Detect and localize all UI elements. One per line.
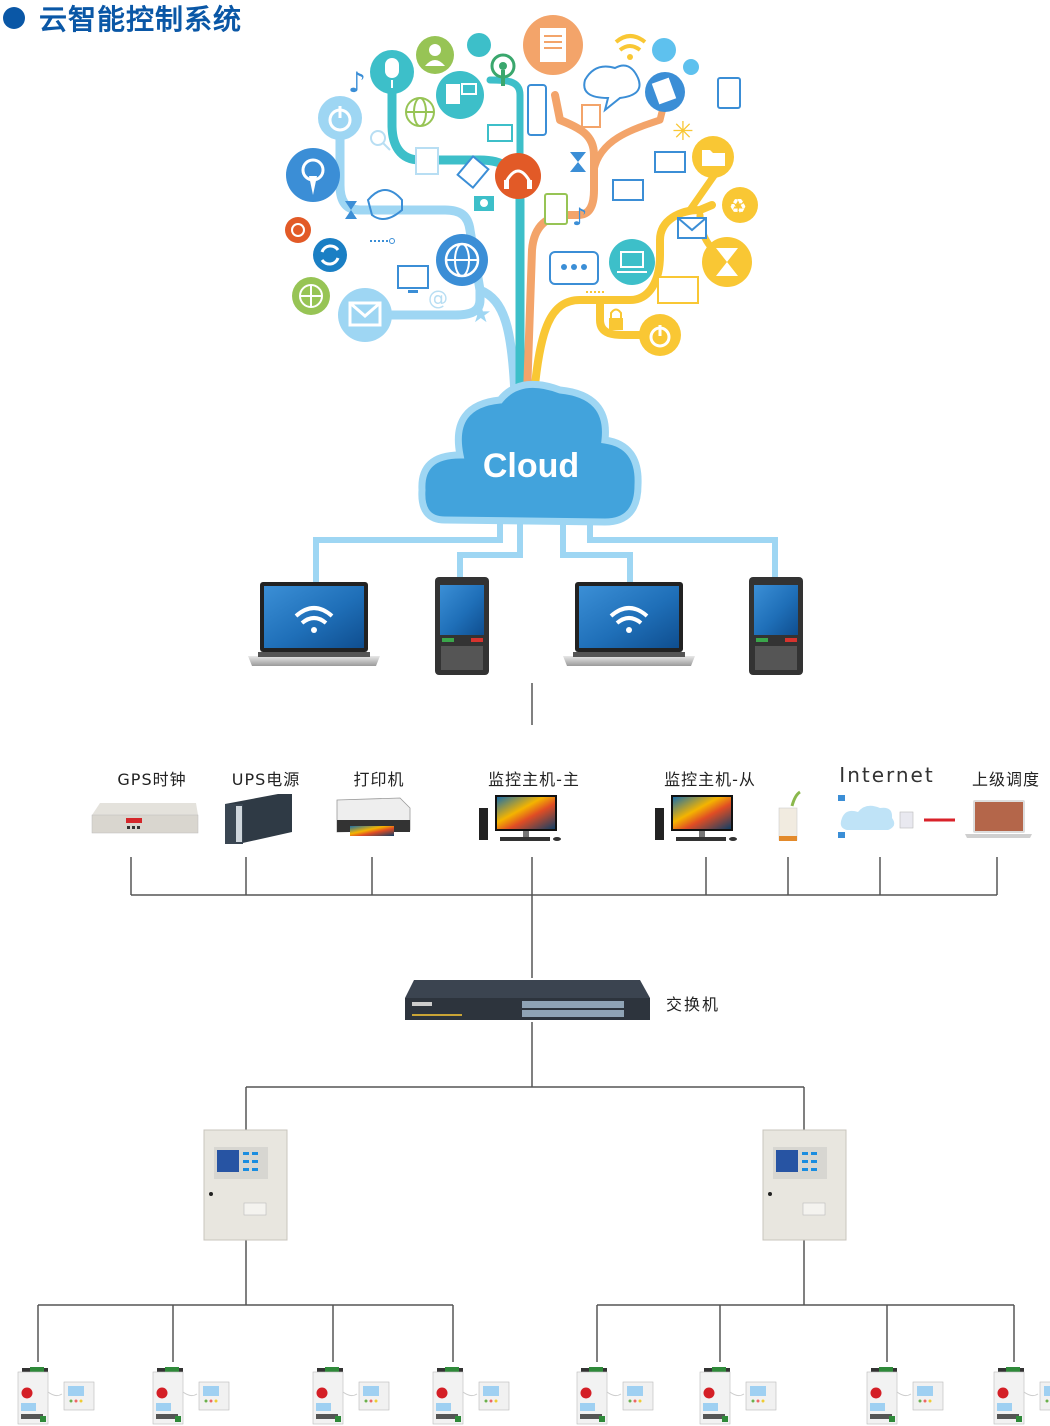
dot-icon [652, 38, 699, 75]
cloud-label: Cloud [482, 447, 580, 485]
laptop-icon [965, 800, 1032, 838]
gps-clock-icon [91, 803, 199, 834]
printer-icon [336, 797, 411, 836]
wifi-icon [609, 606, 649, 633]
device-label-ups: UPS电源 [231, 770, 301, 789]
camera-icon [474, 196, 494, 211]
terminal-phone-1 [435, 577, 489, 675]
email-icon [677, 217, 707, 239]
motor-protector-unit [312, 1367, 390, 1425]
camera-projector-icon [436, 71, 484, 119]
terminal-laptop-1 [248, 582, 380, 666]
tablet-icon [544, 193, 568, 225]
power-icon [318, 96, 362, 140]
device-label-gps-clock: GPS时钟 [117, 770, 187, 789]
laptop-icon [609, 239, 655, 285]
cloud-icon [418, 380, 642, 526]
motor-protector-unit [866, 1367, 944, 1425]
globe-icon [405, 97, 435, 127]
asterisk-icon: ✳ [672, 117, 694, 147]
wiring [37, 683, 1015, 1362]
star-icon: ★ [470, 300, 492, 328]
refresh-icon [313, 238, 347, 272]
user-icon [416, 36, 454, 74]
svg-text:♪: ♪ [348, 66, 366, 99]
title-text: 云智能控制系统 [39, 3, 243, 36]
lock-icon [609, 308, 623, 330]
chat-bubble-icon [549, 251, 599, 285]
desktop-computer-icon [655, 795, 737, 841]
globe-icon [436, 234, 488, 286]
tablet-icon [717, 77, 741, 109]
terminal-phone-2 [749, 577, 803, 675]
network-switch-icon [405, 980, 650, 1020]
svg-text:★: ★ [470, 300, 492, 328]
desktop-computer-icon [479, 795, 561, 841]
svg-text:✳: ✳ [672, 117, 694, 147]
search-cancel-icon [370, 130, 391, 151]
motor-protector-unit [576, 1367, 654, 1425]
svg-text:♻: ♻ [729, 194, 747, 218]
music-note-icon: ♪ [348, 66, 366, 99]
music-note-icon: ♪ [572, 203, 587, 231]
controller-cabinet-right [762, 1129, 847, 1241]
hourglass-icon [570, 152, 586, 172]
email-icon [338, 288, 392, 342]
antenna-icon [490, 53, 516, 86]
folder-icon [692, 136, 734, 178]
switch-label: 交换机 [666, 995, 721, 1014]
power-icon [639, 314, 681, 356]
controller-cabinet-left [203, 1129, 288, 1241]
document-icon [523, 15, 583, 75]
at-sign-icon: @ [428, 286, 448, 310]
monitor-icon [487, 124, 513, 142]
motor-protector-unit [17, 1367, 95, 1425]
headphones-icon [366, 189, 403, 220]
device-label-upper-dispatch: 上级调度 [971, 770, 1041, 789]
device-label-master-host: 监控主机-主 [488, 770, 580, 789]
motor-protector-unit [699, 1367, 777, 1425]
monitor-icon [657, 276, 699, 304]
dot-icon [467, 33, 491, 57]
ups-icon [225, 794, 292, 844]
globe-icon [292, 277, 330, 315]
chat-bubble-icon [583, 64, 641, 113]
tree-icon-nodes: ♪ @ ★ ♪ ✳ [285, 15, 758, 356]
wifi-icon [294, 606, 334, 633]
motor-protector-unit [993, 1367, 1050, 1425]
svg-text:♪: ♪ [572, 203, 587, 231]
microphone-icon [370, 50, 414, 94]
monitor-icon [612, 151, 686, 201]
notepad-icon [645, 72, 685, 112]
wifi-icon [614, 34, 647, 60]
device-label-internet: Internet [839, 763, 935, 787]
motor-protector-unit [432, 1367, 510, 1425]
page-title: 云智能控制系统 [0, 0, 242, 36]
phone-icon [527, 84, 547, 136]
hourglass-icon [702, 237, 752, 287]
motor-protector-group [17, 1367, 1050, 1425]
svg-text:@: @ [428, 286, 448, 310]
headphones-icon [495, 153, 541, 199]
card-icon [581, 104, 601, 128]
file-icon [415, 147, 439, 175]
cloud-links [313, 522, 778, 584]
dotted-arrow-icon [370, 238, 395, 244]
internet-cloud-icon [838, 795, 914, 838]
gateway-modem-icon [778, 790, 801, 841]
terminal-laptop-2 [563, 582, 695, 666]
hourglass-icon [345, 201, 357, 219]
device-label-printer: 打印机 [353, 770, 405, 789]
recycle-icon: ♻ [722, 187, 758, 223]
notepad-icon [456, 154, 490, 190]
motor-protector-unit [152, 1367, 230, 1425]
film-reel-icon [285, 217, 311, 243]
device-label-slave-host: 监控主机-从 [664, 770, 756, 789]
monitor-icon [397, 265, 429, 293]
bullet-dot-icon [3, 7, 25, 29]
broadcast-icon [286, 148, 340, 202]
